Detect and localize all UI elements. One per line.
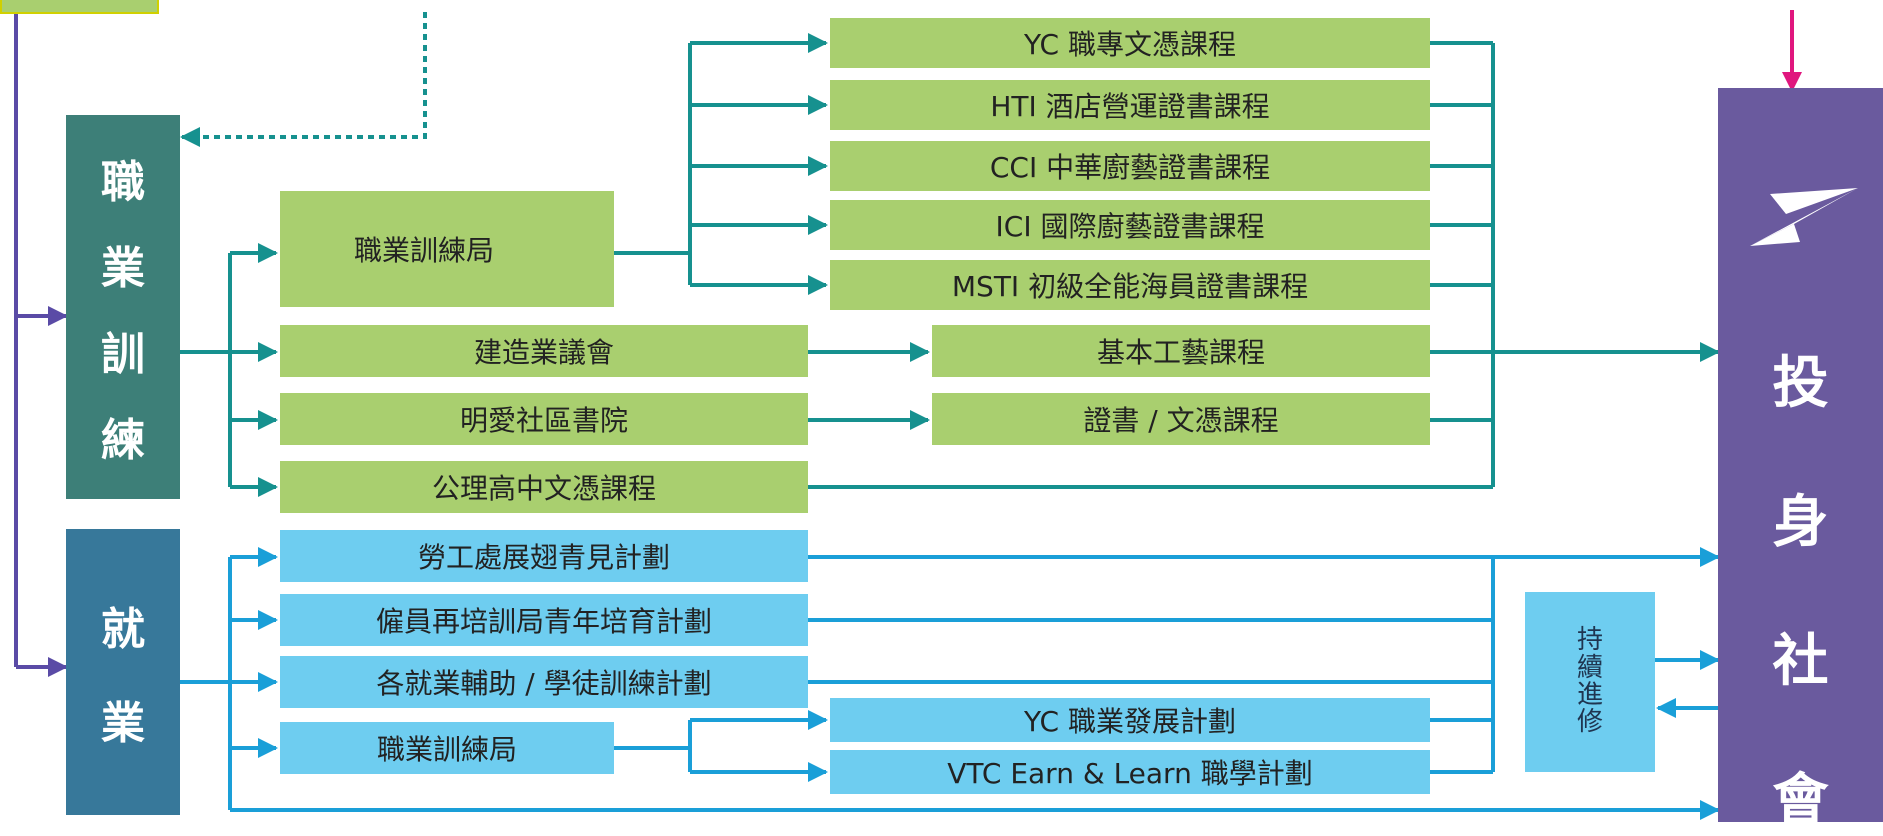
vocational-training-char: 訓 bbox=[101, 329, 145, 380]
labour-dept-box: 勞工處展翅青見計劃 bbox=[280, 530, 808, 582]
employment-assist-box: 各就業輔助 / 學徒訓練計劃 bbox=[280, 656, 808, 708]
cert-diploma-box: 證書 / 文憑課程 bbox=[932, 393, 1430, 445]
dse-box: 公理高中文憑課程 bbox=[280, 461, 808, 513]
employment-char: 業 bbox=[101, 698, 145, 749]
vtc-course-box: HTI 酒店營運證書課程 bbox=[830, 80, 1430, 130]
erb-box: 僱員再培訓局青年培育計劃 bbox=[280, 594, 808, 646]
continuing-char: 修 bbox=[1576, 707, 1603, 738]
continuing-char: 持 bbox=[1576, 625, 1603, 656]
dotted-feedback bbox=[180, 12, 427, 147]
purple-trunk bbox=[14, 0, 68, 677]
vtc-box: 職業訓練局 bbox=[280, 191, 614, 307]
enter-society-box: 投 身 社 會 bbox=[1718, 88, 1883, 833]
enter-society-char: 投 bbox=[1772, 351, 1829, 416]
vocational-training-char: 業 bbox=[101, 243, 145, 294]
vtc-course-box: YC 職專文憑課程 bbox=[830, 18, 1430, 68]
continuing-char: 續 bbox=[1576, 652, 1603, 683]
basic-craft-box: 基本工藝課程 bbox=[932, 325, 1430, 377]
caritas-box: 明愛社區書院 bbox=[280, 393, 808, 445]
vtc-employment-box: 職業訓練局 bbox=[280, 722, 614, 774]
earn-learn-box: VTC Earn & Learn 職學計劃 bbox=[830, 750, 1430, 794]
vtc-course-box: ICI 國際廚藝證書課程 bbox=[830, 200, 1430, 250]
training-flows bbox=[180, 33, 1720, 497]
vocational-training-box: 職 業 訓 練 bbox=[66, 115, 180, 499]
continuing-education-box: 持 續 進 修 bbox=[1525, 592, 1655, 772]
top-left-partial-box bbox=[0, 0, 159, 14]
paper-plane-icon bbox=[1750, 188, 1858, 246]
vtc-course-box: CCI 中華廚藝證書課程 bbox=[830, 141, 1430, 191]
employment-flows bbox=[180, 547, 1720, 820]
enter-society-text: 投 身 社 會 bbox=[1718, 338, 1883, 833]
vocational-training-char: 練 bbox=[101, 415, 145, 466]
employment-char: 就 bbox=[101, 604, 145, 655]
continuing-char: 進 bbox=[1576, 680, 1603, 710]
enter-society-char: 會 bbox=[1772, 768, 1829, 833]
vtc-course-box: MSTI 初級全能海員證書課程 bbox=[830, 260, 1430, 310]
cic-box: 建造業議會 bbox=[280, 325, 808, 377]
vocational-training-char: 職 bbox=[101, 157, 145, 208]
yc-career-box: YC 職業發展計劃 bbox=[830, 698, 1430, 742]
enter-society-char: 身 bbox=[1772, 490, 1829, 555]
employment-box: 就 業 bbox=[66, 529, 180, 815]
enter-society-char: 社 bbox=[1772, 629, 1829, 694]
